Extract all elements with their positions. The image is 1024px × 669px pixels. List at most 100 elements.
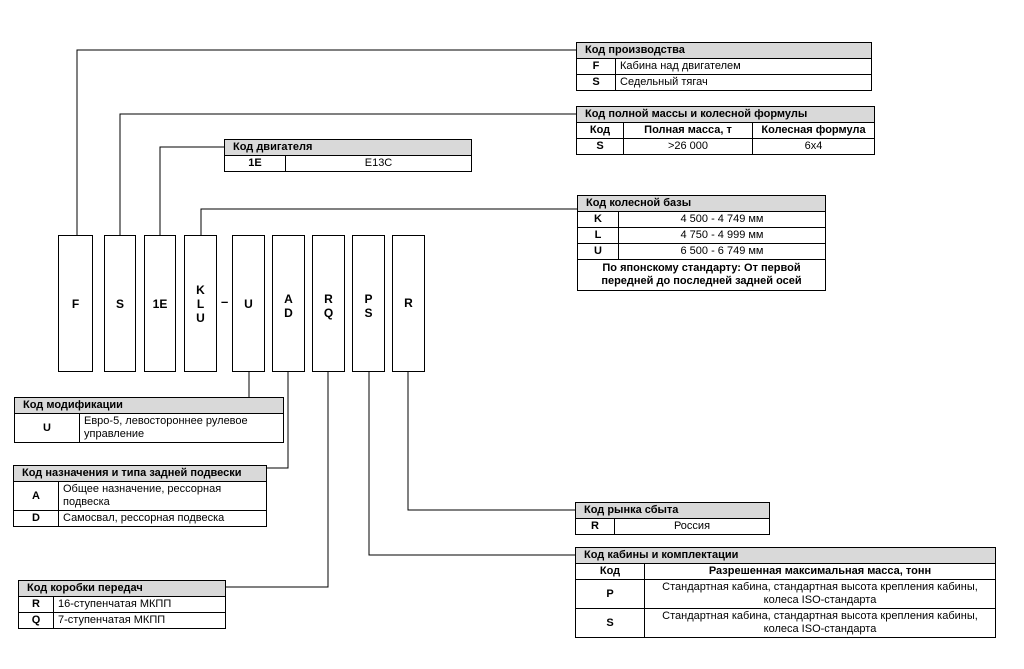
code-box-modification: U — [232, 235, 265, 372]
code-box-wheelbase: K L U — [184, 235, 217, 372]
code-letter: P — [364, 292, 373, 306]
row-desc: 16-ступенчатая МКПП — [53, 596, 226, 613]
connector-purpose — [266, 372, 289, 469]
table-row: A Общее назначение, рессорная подвеска — [13, 481, 267, 511]
connector-engine — [159, 146, 224, 235]
code-letter: L — [196, 296, 205, 311]
code-letter: U — [244, 296, 253, 311]
row-desc: Стандартная кабина, стандартная высота к… — [644, 608, 996, 638]
code-letter: R — [404, 296, 413, 310]
table-row: F Кабина над двигателем — [576, 58, 872, 75]
row-code: U — [14, 413, 80, 443]
code-box-market: R — [392, 235, 425, 372]
table-row: K 4 500 - 4 749 мм — [577, 211, 826, 228]
code-letter: F — [71, 296, 80, 311]
engine-table: Код двигателя 1E E13C — [224, 139, 472, 172]
code-letter: A — [284, 292, 293, 306]
wheelbase-note: По японскому стандарту: От первой передн… — [577, 259, 826, 291]
column-header: Разрешенная максимальная масса, тонн — [644, 563, 996, 580]
column-header: Код — [576, 122, 624, 139]
code-letter: Q — [323, 306, 334, 320]
table-row: U 6 500 - 6 749 мм — [577, 243, 826, 260]
row-desc: Стандартная кабина, стандартная высота к… — [644, 579, 996, 609]
table-header-row: Код Полная масса, т Колесная формула — [576, 122, 875, 139]
row-desc: Общее назначение, рессорная подвеска — [58, 481, 267, 511]
table-row: R Россия — [575, 518, 770, 535]
row-code: S — [575, 608, 645, 638]
table-row: S Седельный тягач — [576, 74, 872, 91]
connector-mass — [119, 113, 576, 235]
code-letter: 1E — [152, 296, 168, 311]
table-note-row: По японскому стандарту: От первой передн… — [577, 259, 826, 291]
table-title: Код полной массы и колесной формулы — [576, 106, 875, 123]
row-code: 1E — [224, 155, 286, 172]
table-row: S >26 000 6x4 — [576, 138, 875, 155]
table-row: U Евро-5, левостороннее рулевое управлен… — [14, 413, 284, 443]
code-letter: R — [324, 292, 333, 306]
row-code: U — [577, 243, 619, 260]
table-row: D Самосвал, рессорная подвеска — [13, 510, 267, 527]
row-desc: 4 500 - 4 749 мм — [618, 211, 826, 228]
code-dash: – — [221, 294, 229, 309]
table-title: Код модификации — [14, 397, 284, 414]
row-desc: 4 750 - 4 999 мм — [618, 227, 826, 244]
gearbox-table: Код коробки передач R 16-ступенчатая МКП… — [18, 580, 226, 629]
row-code: D — [13, 510, 59, 527]
row-desc: Евро-5, левостороннее рулевое управление — [79, 413, 284, 443]
code-letter: S — [115, 296, 124, 311]
code-box-cabin: P S — [352, 235, 385, 372]
row-code: L — [577, 227, 619, 244]
table-row: S Стандартная кабина, стандартная высота… — [575, 608, 996, 638]
code-box-purpose: A D — [272, 235, 305, 372]
wheelbase-table: Код колесной базы K 4 500 - 4 749 мм L 4… — [577, 195, 826, 291]
modification-table: Код модификации U Евро-5, левостороннее … — [14, 397, 284, 443]
row-code: R — [18, 596, 54, 613]
row-desc: 7-ступенчатая МКПП — [53, 612, 226, 629]
purpose-table: Код назначения и типа задней подвески A … — [13, 465, 267, 527]
table-title: Код колесной базы — [577, 195, 826, 212]
code-letter: U — [196, 310, 205, 325]
row-desc: Седельный тягач — [615, 74, 872, 91]
connector-wheelbase — [200, 208, 577, 235]
code-box-engine: 1E — [144, 235, 176, 372]
code-letter: K — [196, 282, 205, 297]
connector-cabin — [368, 372, 576, 556]
row-code: A — [13, 481, 59, 511]
table-title: Код рынка сбыта — [575, 502, 770, 519]
row-desc: Самосвал, рессорная подвеска — [58, 510, 267, 527]
table-row: R 16-ступенчатая МКПП — [18, 596, 226, 613]
table-title: Код кабины и комплектации — [575, 547, 996, 564]
row-code: R — [575, 518, 615, 535]
connector-production — [76, 49, 576, 235]
row-desc: E13C — [285, 155, 472, 172]
table-title: Код коробки передач — [18, 580, 226, 597]
row-code: S — [576, 74, 616, 91]
table-header-row: Код Разрешенная максимальная масса, тонн — [575, 563, 996, 580]
column-header: Колесная формула — [752, 122, 875, 139]
mass-table: Код полной массы и колесной формулы Код … — [576, 106, 875, 155]
code-letter: S — [364, 306, 373, 320]
market-table: Код рынка сбыта R Россия — [575, 502, 770, 535]
production-table: Код производства F Кабина над двигателем… — [576, 42, 872, 91]
row-code: Q — [18, 612, 54, 629]
row-mass: >26 000 — [623, 138, 753, 155]
row-desc: Россия — [614, 518, 770, 535]
table-row: L 4 750 - 4 999 мм — [577, 227, 826, 244]
table-row: P Стандартная кабина, стандартная высота… — [575, 579, 996, 609]
code-box-production: F — [58, 235, 93, 372]
row-desc: 6 500 - 6 749 мм — [618, 243, 826, 260]
column-header: Код — [575, 563, 645, 580]
connector-gearbox — [226, 372, 329, 588]
table-row: 1E E13C — [224, 155, 472, 172]
row-desc: Кабина над двигателем — [615, 58, 872, 75]
code-letter: D — [284, 306, 293, 320]
table-title: Код назначения и типа задней подвески — [13, 465, 267, 482]
connector-market — [407, 372, 575, 511]
table-title: Код производства — [576, 42, 872, 59]
row-code: P — [575, 579, 645, 609]
table-title: Код двигателя — [224, 139, 472, 156]
table-row: Q 7-ступенчатая МКПП — [18, 612, 226, 629]
code-box-mass: S — [104, 235, 136, 372]
column-header: Полная масса, т — [623, 122, 753, 139]
